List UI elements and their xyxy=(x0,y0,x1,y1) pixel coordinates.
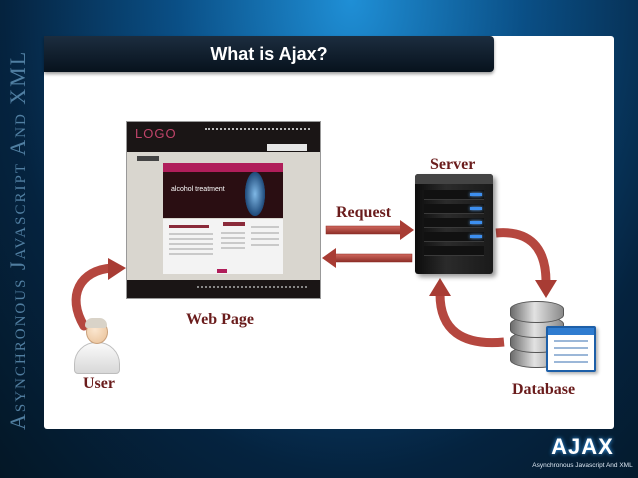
server-top xyxy=(415,174,493,184)
webpage-body xyxy=(163,219,283,274)
ajax-logo: AJAX Asynchronous Javascript And XML xyxy=(532,432,632,472)
server-to-database-arrow xyxy=(495,228,557,298)
server-led xyxy=(470,235,482,238)
webpage-menu xyxy=(163,163,283,172)
webpage-text-line xyxy=(221,237,245,239)
webpage-text-line xyxy=(221,232,245,234)
server-led xyxy=(470,207,482,210)
server-drive xyxy=(424,204,484,214)
server-drive xyxy=(424,246,484,256)
webpage-screenshot: LOGO alcohol treatment xyxy=(126,121,321,299)
user-to-webpage-arrow xyxy=(71,258,126,331)
webpage-footer-links xyxy=(197,286,307,290)
webpage-hero-text: alcohol treatment xyxy=(171,186,225,193)
title-bar: What is Ajax? xyxy=(44,36,494,72)
webpage-text-line xyxy=(169,243,213,245)
webpage-text-line xyxy=(221,247,245,249)
webpage-logo: LOGO xyxy=(135,126,177,141)
webpage-text-line xyxy=(251,238,279,240)
user-label: User xyxy=(83,375,115,392)
webpage-text-line xyxy=(169,253,213,255)
webpage-text-line xyxy=(251,226,279,228)
webpage-text-line xyxy=(169,248,213,250)
server-label: Server xyxy=(430,156,476,173)
table-document-icon xyxy=(546,326,596,372)
webpage-button xyxy=(217,269,227,273)
database-label: Database xyxy=(512,381,576,398)
webpage-hero-image xyxy=(245,172,265,216)
webpage-label: Web Page xyxy=(186,311,254,328)
webpage-text-line xyxy=(221,242,245,244)
webpage-footer xyxy=(127,280,320,298)
webpage-text-line xyxy=(169,238,213,240)
database-to-server-arrow xyxy=(429,278,505,348)
webpage-sidebar-heading xyxy=(223,222,245,226)
server-drive xyxy=(424,190,484,200)
response-arrow xyxy=(322,248,413,268)
webpage-heading xyxy=(169,225,209,228)
server-led xyxy=(470,221,482,224)
webpage-text-line xyxy=(169,233,213,235)
webpage-text-line xyxy=(251,232,279,234)
ajax-logo-tagline: Asynchronous Javascript And XML xyxy=(532,462,633,469)
webpage-text-line xyxy=(251,244,279,246)
request-arrow xyxy=(325,220,414,240)
slide-title: What is Ajax? xyxy=(210,44,328,64)
webpage-nav xyxy=(205,128,310,133)
webpage-brand xyxy=(137,156,159,161)
request-label: Request xyxy=(336,204,392,221)
webpage-search xyxy=(267,144,307,151)
ajax-logo-text: AJAX xyxy=(551,434,614,459)
user-icon xyxy=(72,318,120,374)
server-led xyxy=(470,193,482,196)
server-drive xyxy=(424,232,484,242)
server-drive xyxy=(424,218,484,228)
